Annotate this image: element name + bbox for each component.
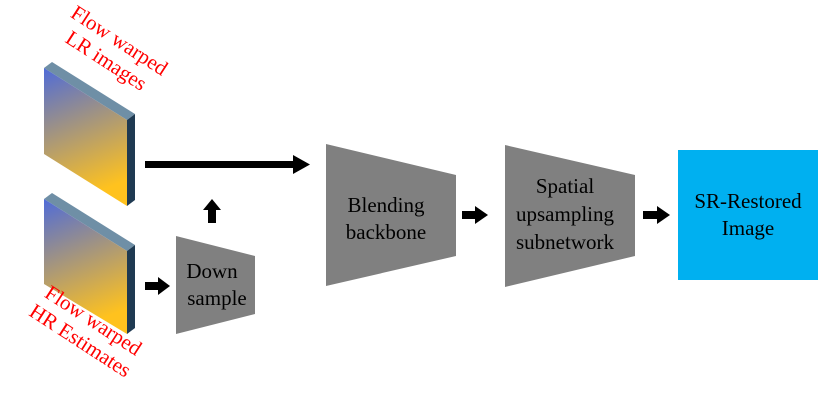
spatial-upsampling-block: Spatial upsampling subnetwork xyxy=(505,145,635,287)
downsample-block: Down sample xyxy=(176,236,255,334)
hr-image-stack xyxy=(44,193,135,334)
blending-backbone-block: Blending backbone xyxy=(326,144,456,286)
hr-image-front-face xyxy=(44,199,127,334)
blending-label-line2: backbone xyxy=(346,220,426,244)
output-label-line2: Image xyxy=(722,216,774,240)
spatial-label-line3: subnetwork xyxy=(516,230,614,254)
blending-label-line1: Blending xyxy=(348,193,425,217)
downsample-label-line2: sample xyxy=(187,286,246,310)
arrow-lr-to-blending xyxy=(145,155,310,174)
output-label-line1: SR-Restored xyxy=(694,189,802,213)
spatial-label-line2: upsampling xyxy=(516,202,614,226)
arrow-blending-to-spatial xyxy=(462,206,488,224)
spatial-label-line1: Spatial xyxy=(536,174,594,198)
downsample-label-line1: Down xyxy=(186,259,238,283)
hr-image-side-face xyxy=(127,245,135,334)
arrow-downsample-up xyxy=(203,199,221,223)
lr-image-side-face xyxy=(127,114,135,206)
sr-restored-output-box: SR-Restored Image xyxy=(678,150,818,280)
lr-image-top-face xyxy=(44,62,135,120)
lr-image-stack xyxy=(44,62,135,206)
arrow-spatial-to-output xyxy=(643,206,670,224)
lr-image-front-face xyxy=(44,68,127,206)
arrow-hr-to-downsample xyxy=(145,277,170,295)
hr-image-top-face xyxy=(44,193,135,251)
